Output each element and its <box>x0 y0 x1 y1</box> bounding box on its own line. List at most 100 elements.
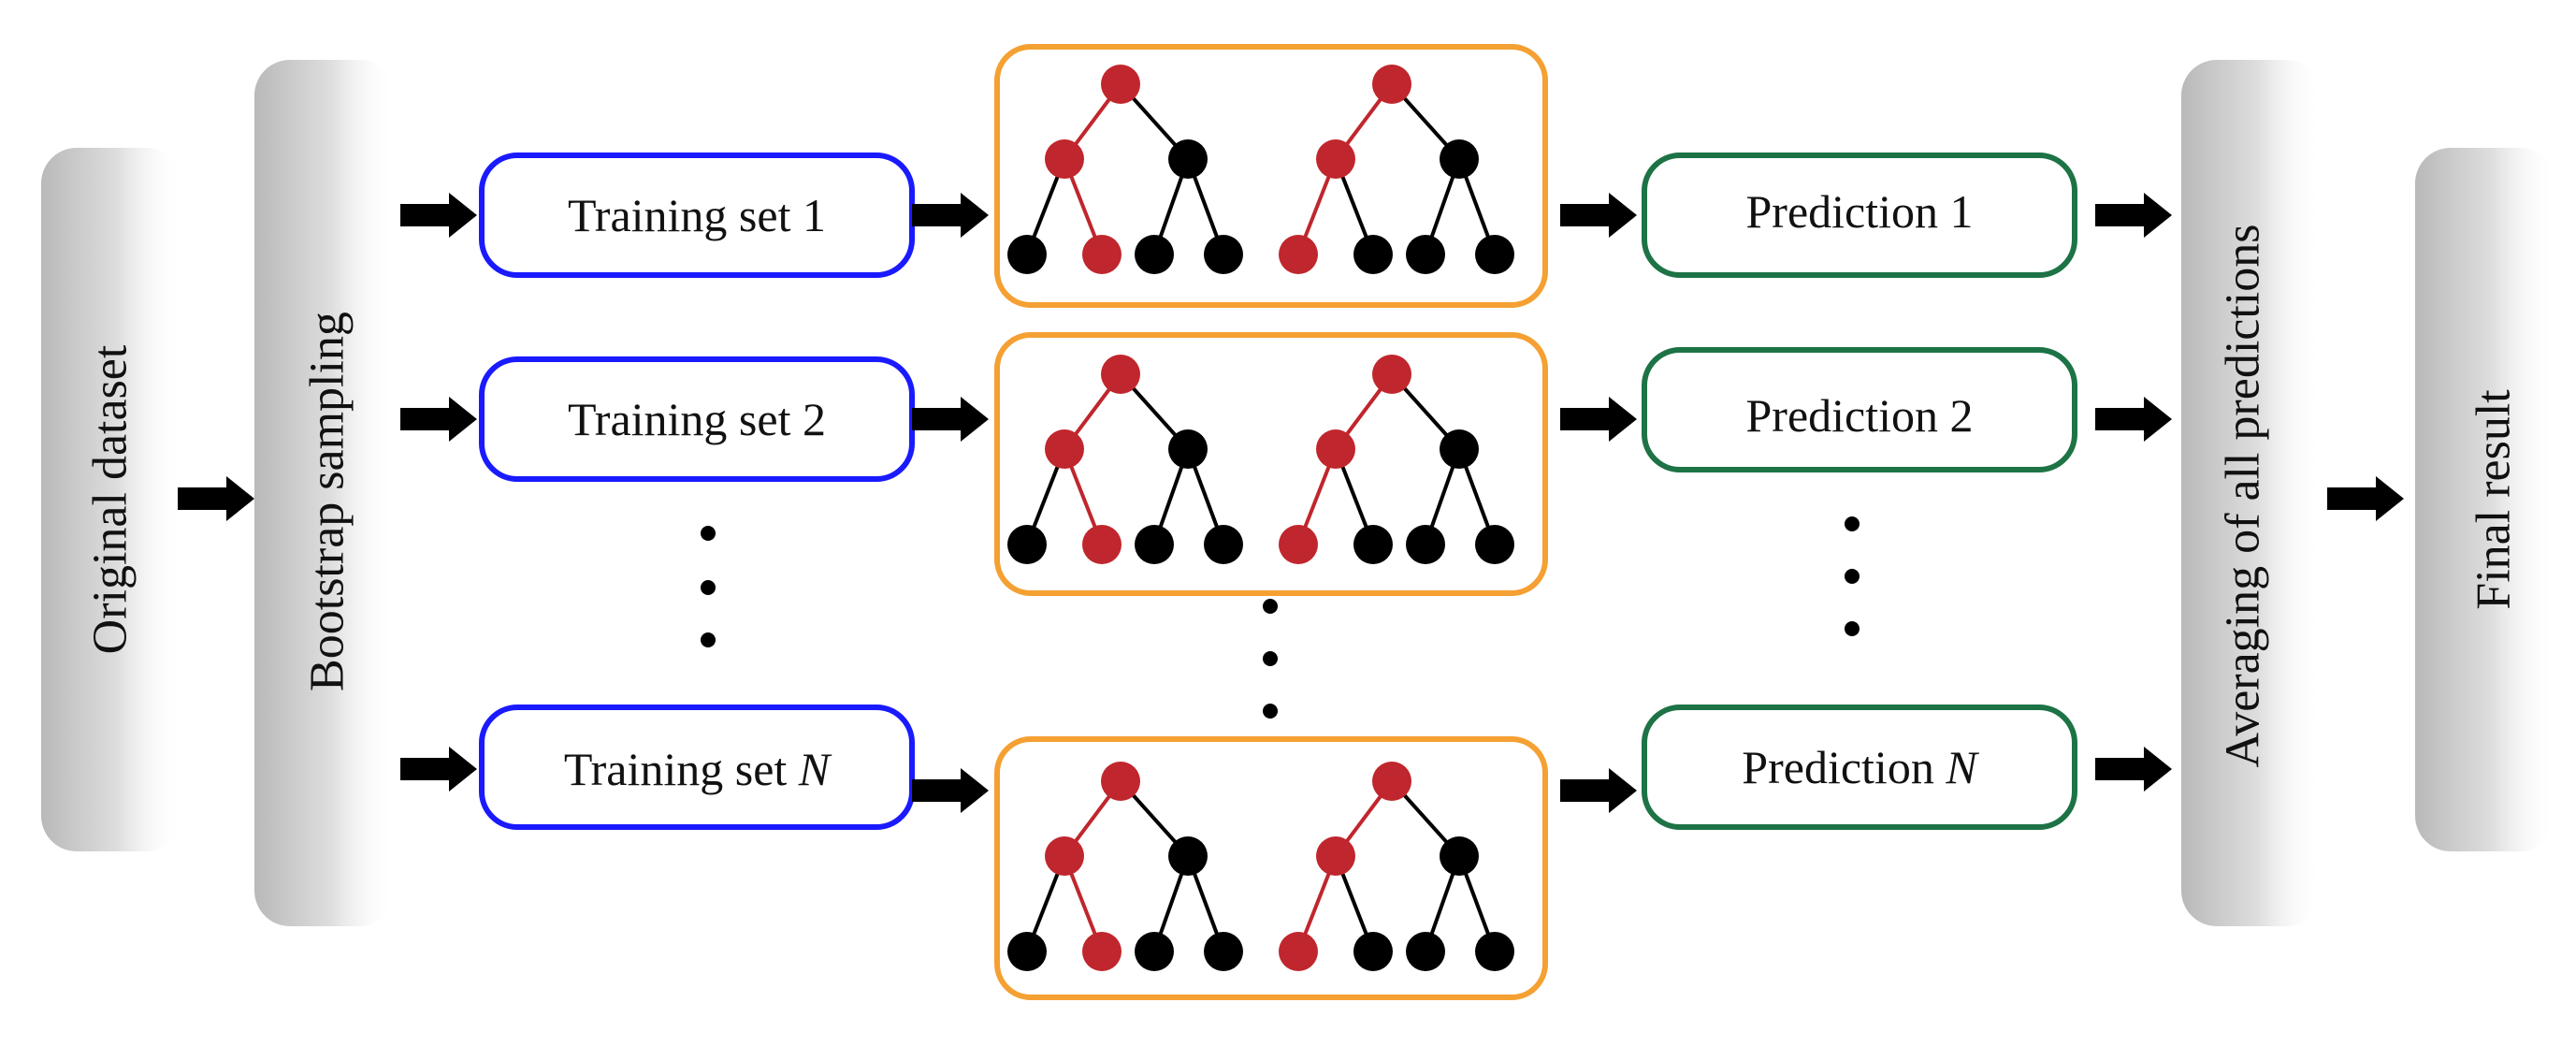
tree-node <box>1406 525 1445 564</box>
training-set-index: 1 <box>803 189 826 241</box>
decision-tree <box>1279 355 1514 564</box>
tree-node <box>1475 932 1514 971</box>
flow-arrow <box>1560 397 1637 442</box>
tree-node <box>1316 139 1355 179</box>
ellipsis-dots <box>701 516 1860 719</box>
svg-text:Training set N: Training set N <box>564 743 832 795</box>
prediction-index: 2 <box>1950 389 1974 442</box>
flow-arrow <box>2095 747 2172 792</box>
ellipsis-dot <box>701 632 716 647</box>
tree-node <box>1168 139 1208 179</box>
prediction-index: N <box>1945 741 1979 793</box>
tree-node <box>1135 525 1174 564</box>
decision-tree <box>1007 762 1243 971</box>
stage-original-dataset-label: Original dataset <box>84 344 137 654</box>
tree-node <box>1168 429 1208 469</box>
ellipsis-dot <box>1263 651 1278 666</box>
stage-bootstrap-sampling: Bootstrap sampling <box>254 60 395 926</box>
stage-original-dataset: Original dataset <box>41 148 181 851</box>
prediction-label: Prediction <box>1745 389 1949 442</box>
tree-node <box>1101 65 1140 104</box>
tree-node <box>1045 429 1084 469</box>
flow-arrow <box>1560 193 1637 238</box>
stage-final-result-label: Final result <box>2467 389 2521 610</box>
stage-bootstrap-sampling-label: Bootstrap sampling <box>301 312 355 691</box>
decision-tree <box>1007 355 1243 564</box>
tree-node <box>1007 525 1047 564</box>
flow-arrow <box>2327 476 2404 521</box>
training-set-box-n: Training set N <box>479 705 915 830</box>
prediction-label: Prediction <box>1745 185 1949 238</box>
tree-node <box>1279 235 1318 274</box>
tree-node <box>1007 932 1047 971</box>
flow-arrow <box>912 397 989 442</box>
ellipsis-dot <box>1263 704 1278 719</box>
tree-node <box>1045 139 1084 179</box>
flow-arrow <box>400 747 477 792</box>
decision-tree <box>1007 65 1243 274</box>
ellipsis-dot <box>1263 599 1278 614</box>
stage-final-result: Final result <box>2415 148 2555 851</box>
flow-arrow <box>2095 397 2172 442</box>
training-set-label: Training set <box>568 189 803 241</box>
ellipsis-dot <box>1845 569 1860 584</box>
decision-tree <box>1279 762 1514 971</box>
tree-node <box>1353 932 1393 971</box>
forest-box-1 <box>994 44 1548 308</box>
tree-node <box>1279 932 1318 971</box>
decision-tree <box>1279 65 1514 274</box>
ellipsis-dot <box>1845 621 1860 636</box>
prediction-index: 1 <box>1950 185 1974 238</box>
training-set-label: Training set <box>564 743 799 795</box>
tree-node <box>1316 429 1355 469</box>
tree-node <box>1082 235 1122 274</box>
tree-node <box>1440 139 1479 179</box>
tree-node <box>1204 932 1243 971</box>
training-set-box-2: Training set 2 <box>479 356 915 482</box>
ellipsis-dot <box>701 580 716 595</box>
ellipsis-dot <box>701 526 716 541</box>
forest-box-n <box>994 736 1548 1000</box>
tree-node <box>1372 762 1411 801</box>
tree-node <box>1353 525 1393 564</box>
tree-node <box>1101 355 1140 394</box>
tree-node <box>1082 932 1122 971</box>
tree-node <box>1353 235 1393 274</box>
tree-node <box>1204 525 1243 564</box>
tree-node <box>1372 65 1411 104</box>
tree-node <box>1204 235 1243 274</box>
flow-arrow <box>400 397 477 442</box>
svg-text:Training set 2: Training set 2 <box>568 393 826 445</box>
tree-node <box>1475 525 1514 564</box>
flow-arrow <box>1560 768 1637 813</box>
tree-node <box>1316 836 1355 876</box>
tree-node <box>1440 429 1479 469</box>
prediction-box-n: Prediction N <box>1642 705 2077 830</box>
prediction-box-1: Prediction 1 <box>1642 153 2077 278</box>
svg-text:Prediction 2: Prediction 2 <box>1745 389 1973 442</box>
tree-node <box>1475 235 1514 274</box>
tree-node <box>1045 836 1084 876</box>
flow-arrow <box>912 768 989 813</box>
tree-node <box>1440 836 1479 876</box>
flow-arrow <box>912 193 989 238</box>
svg-text:Training set 1: Training set 1 <box>568 189 826 241</box>
tree-node <box>1372 355 1411 394</box>
tree-node <box>1406 932 1445 971</box>
tree-node <box>1135 932 1174 971</box>
flow-arrow <box>400 193 477 238</box>
decision-trees <box>1007 65 1514 971</box>
stage-averaging-label: Averaging of all predictions <box>2217 225 2270 768</box>
tree-node <box>1279 525 1318 564</box>
tree-node <box>1101 762 1140 801</box>
flow-arrow <box>178 476 254 521</box>
svg-text:Prediction 1: Prediction 1 <box>1745 185 1973 238</box>
training-set-box-1: Training set 1 <box>479 153 915 278</box>
svg-text:Prediction N: Prediction N <box>1742 741 1979 793</box>
training-set-index: N <box>798 743 832 795</box>
tree-node <box>1406 235 1445 274</box>
tree-node <box>1135 235 1174 274</box>
training-set-index: 2 <box>803 393 826 445</box>
tree-node <box>1007 235 1047 274</box>
